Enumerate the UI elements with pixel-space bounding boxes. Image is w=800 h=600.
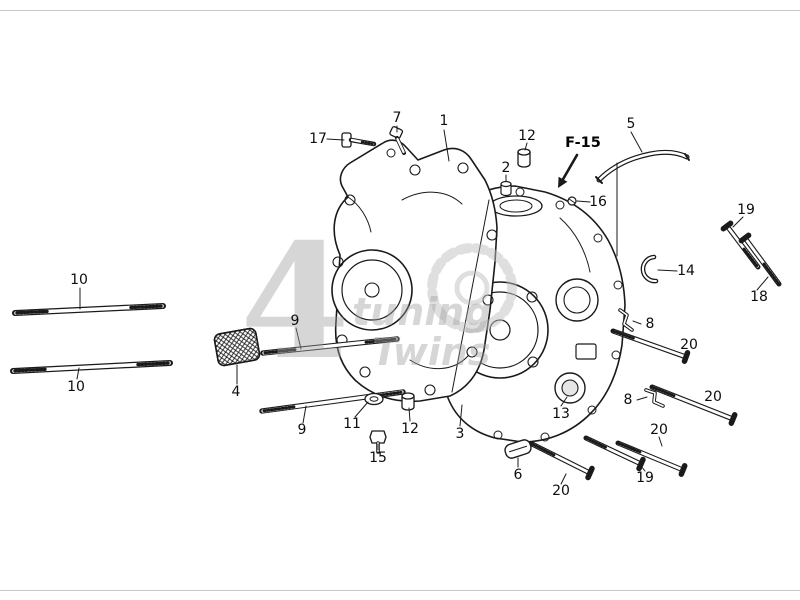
- bolt-19-bottom: [583, 435, 646, 472]
- page-bottom-border: [0, 590, 800, 591]
- part-label-17: 17: [309, 131, 327, 147]
- part-label-14: 14: [677, 263, 695, 279]
- clip-8-top: [618, 308, 634, 332]
- part-label-20-b: 20: [704, 389, 722, 405]
- clamp-14: [640, 254, 659, 284]
- part-label-6: 6: [513, 467, 523, 483]
- stud-10-lower: [10, 360, 173, 374]
- bolt-20-a: [610, 328, 691, 364]
- part-label-2: 2: [501, 160, 511, 176]
- part-label-8-bottom: 8: [623, 392, 633, 408]
- part-label-12-top: 12: [518, 128, 536, 144]
- bolt-20-d: [529, 441, 595, 481]
- left-crankcase-half: [331, 139, 498, 403]
- dowel-2: [500, 180, 512, 197]
- strainer-screen-4: [213, 327, 261, 367]
- part-label-16: 16: [589, 194, 607, 210]
- bolt-19-top: [720, 220, 761, 270]
- bolt-7: [389, 126, 406, 155]
- part-label-19-bottom: 19: [636, 470, 654, 486]
- part-label-10-lower: 10: [67, 379, 85, 395]
- part-label-4: 4: [231, 384, 241, 400]
- part-label-20-d: 20: [552, 483, 570, 499]
- part-label-20-a: 20: [680, 337, 698, 353]
- gear-watermark: [427, 243, 517, 333]
- part-label-10-upper: 10: [70, 272, 88, 288]
- page-top-border: [0, 10, 800, 11]
- dowel-12-bottom: [401, 392, 415, 411]
- part-label-18: 18: [750, 289, 768, 305]
- cushion-6: [504, 439, 532, 459]
- part-label-8-top: 8: [645, 316, 655, 332]
- breather-tube-5: [595, 149, 690, 184]
- part-label-7: 7: [392, 110, 402, 126]
- stud-9-upper: [260, 336, 400, 356]
- dowel-12-top: [517, 148, 531, 168]
- part-label-20-c: 20: [650, 422, 668, 438]
- bolt-20-b: [649, 384, 738, 426]
- part-label-13: 13: [552, 406, 570, 422]
- part-label-9-upper: 9: [290, 313, 300, 329]
- part-label-1: 1: [439, 113, 449, 129]
- section-ref-label: F-15: [565, 135, 601, 151]
- leader-lines: [76, 125, 769, 485]
- part-label-3: 3: [455, 426, 465, 442]
- part-label-19-top: 19: [737, 202, 755, 218]
- part-label-15: 15: [369, 450, 387, 466]
- bolt-18: [738, 232, 782, 287]
- f15-arrow: [558, 153, 579, 188]
- screw-16: [567, 196, 577, 206]
- stud-10-upper: [12, 303, 166, 316]
- bolt-20-c: [615, 440, 688, 477]
- bolt-17: [341, 132, 377, 148]
- part-label-9-lower: 9: [297, 422, 307, 438]
- part-label-5: 5: [626, 116, 636, 132]
- washer-11: [364, 392, 384, 406]
- part-label-11: 11: [343, 416, 361, 432]
- part-label-12-bottom: 12: [401, 421, 419, 437]
- clip-8-bottom: [644, 388, 665, 408]
